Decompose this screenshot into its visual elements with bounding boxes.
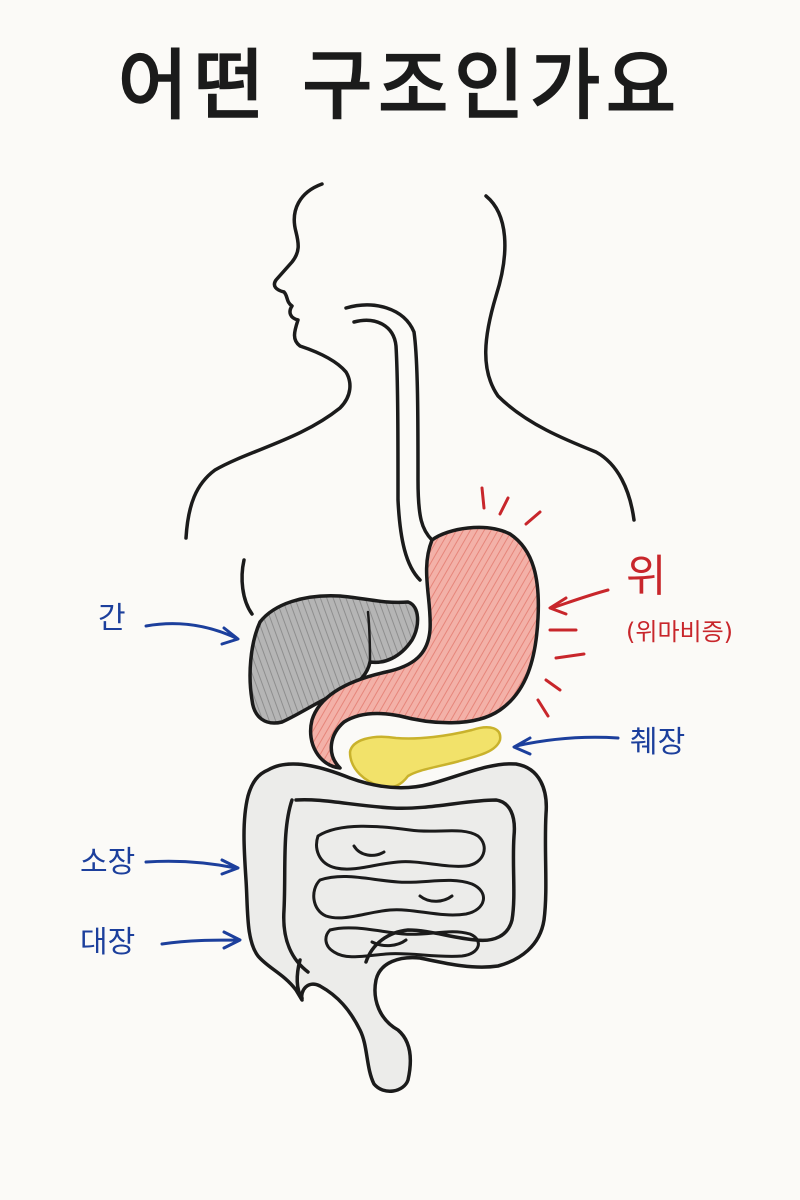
small-intestine-coil-1 [315, 824, 486, 871]
colon-frame [242, 762, 549, 1093]
stomach-emphasis [480, 486, 610, 718]
back-of-neck-outline [484, 194, 636, 522]
emphasis-mark-5 [554, 652, 586, 660]
left-side-outline [240, 558, 254, 616]
emphasis-mark-1 [480, 486, 486, 510]
blue-pointer-arrows [144, 622, 620, 950]
small-intestine-coil-2 [312, 875, 485, 920]
stomach-label: 위 [626, 551, 667, 602]
liver-arrow [144, 622, 240, 646]
small-intestine-loop-a [352, 844, 386, 857]
colon-left-inner [282, 798, 310, 974]
emphasis-mark-2 [498, 496, 510, 516]
appendix [295, 958, 304, 1000]
colon-inner-edge [294, 797, 517, 964]
small-intestine-loop-b [418, 894, 454, 903]
large-intestine-label: 대장 [80, 925, 136, 960]
large-intestine-arrow [160, 930, 242, 950]
stomach-arrow [548, 588, 610, 616]
head-profile-outline [184, 182, 352, 540]
small-intestine-coil-3 [324, 926, 480, 959]
small-intestine-label: 소장 [80, 845, 136, 880]
small-intestine-organ [312, 824, 486, 959]
liver-label: 간 [98, 601, 126, 636]
small-intestine-arrow [144, 858, 240, 876]
emphasis-mark-6 [544, 678, 562, 692]
body-outline [184, 182, 636, 616]
pancreas-arrow [512, 735, 620, 756]
stomach-organ [308, 525, 541, 770]
emphasis-mark-3 [524, 510, 542, 526]
small-intestine-loop-c [370, 938, 408, 948]
esophagus-right-outline [344, 303, 434, 542]
emphasis-mark-7 [536, 698, 550, 718]
esophagus-left-outline [352, 318, 422, 582]
page-title: 어떤 구조인가요 [118, 41, 682, 130]
stomach-condition-label: (위마비증) [626, 618, 734, 646]
large-intestine-organ [242, 762, 549, 1093]
pancreas-label: 췌장 [630, 725, 686, 760]
liver-lobe-line [366, 610, 372, 664]
